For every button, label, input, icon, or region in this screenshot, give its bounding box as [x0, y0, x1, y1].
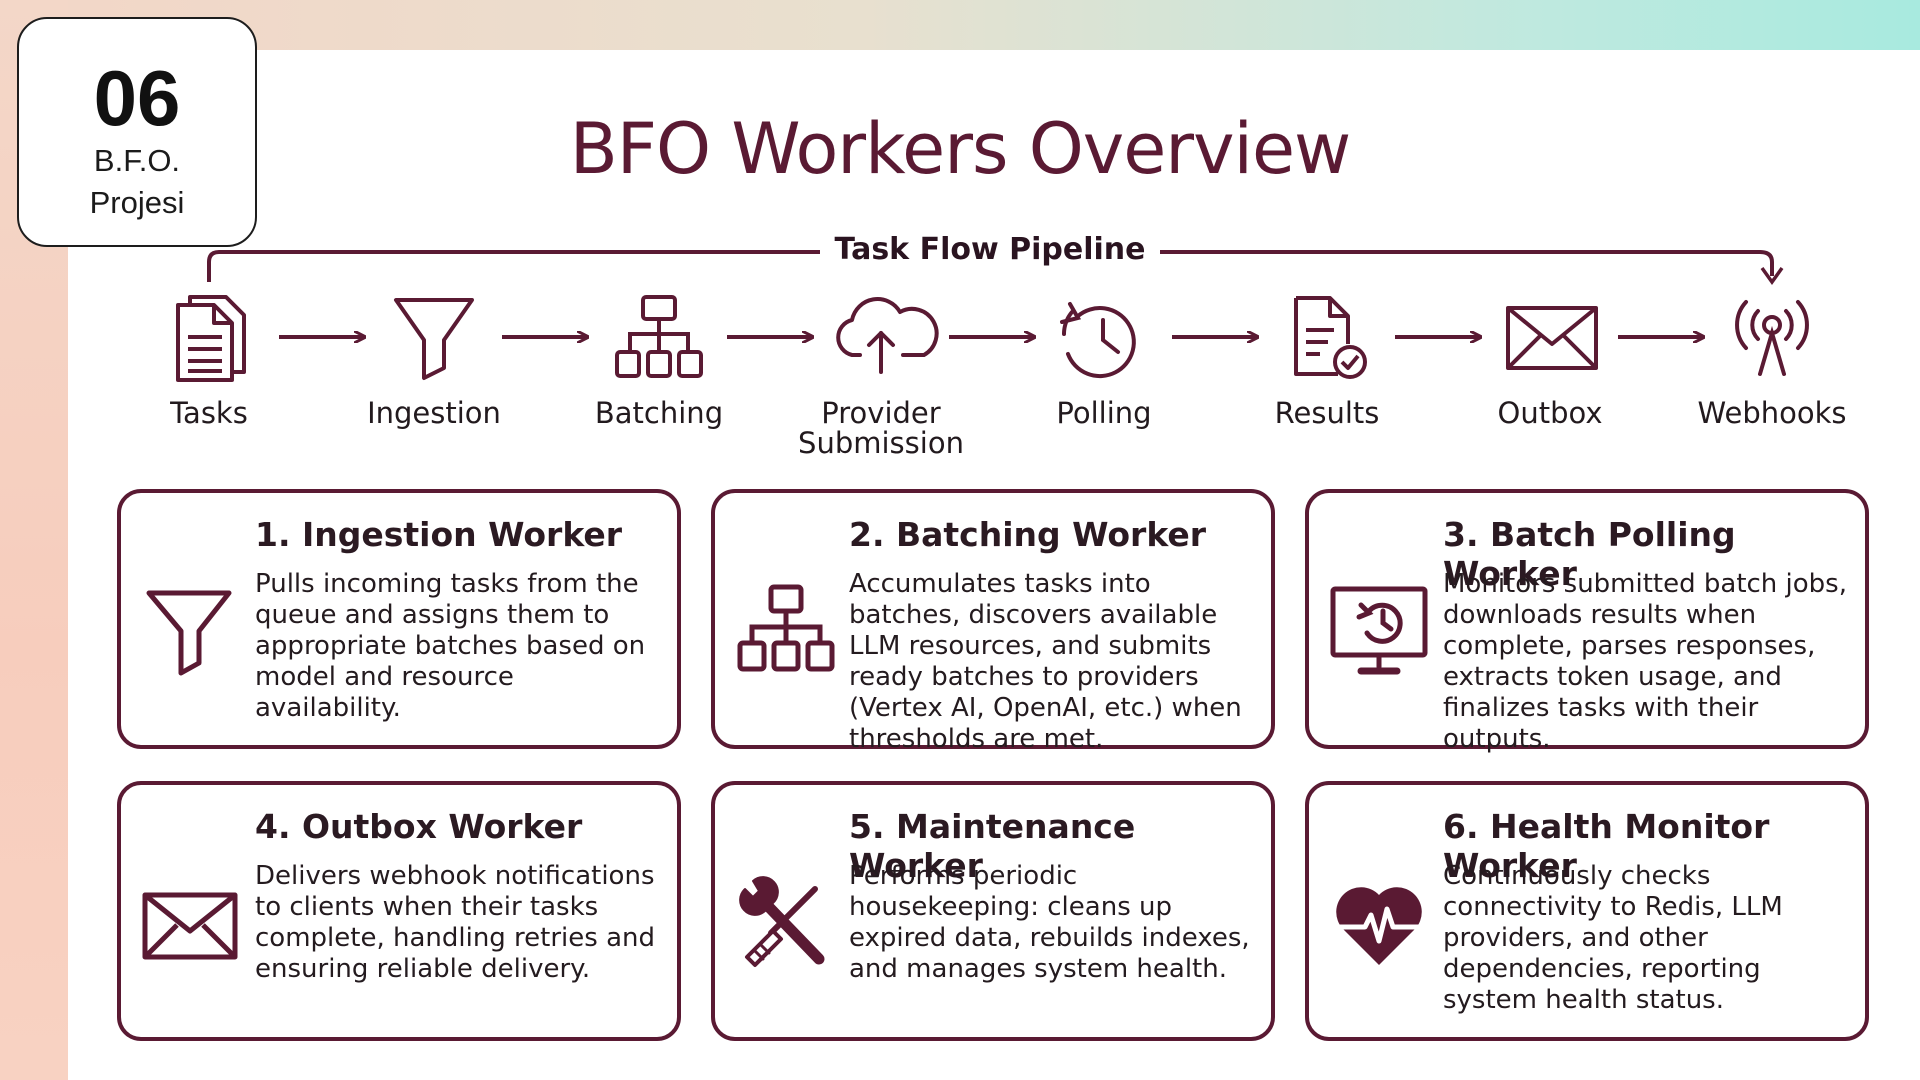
envelope-icon [142, 892, 238, 960]
clock-refresh-icon [1060, 302, 1136, 379]
worker-title: 1. Ingestion Worker [255, 515, 623, 554]
worker-card-batch-polling: 3. Batch Polling Worker Monitors submitt… [1305, 489, 1869, 754]
stage-label-webhooks: Webhooks [1697, 396, 1847, 430]
envelope-icon [1506, 306, 1598, 370]
pipeline-label: Task Flow Pipeline [820, 232, 1160, 267]
worker-title: 4. Outbox Worker [255, 807, 583, 846]
worker-description: Performs periodic housekeeping: cleans u… [849, 861, 1250, 984]
document-check-icon [1294, 296, 1367, 379]
worker-title: 6. Health Monitor Worker [1443, 807, 1770, 885]
project-line-2: Projesi [89, 184, 185, 220]
cloud-upload-icon [836, 297, 939, 374]
worker-description: Delivers webhook notifications to client… [255, 861, 656, 984]
worker-title: 3. Batch Polling Worker [1443, 515, 1736, 593]
stage-label-results: Results [1274, 396, 1380, 430]
worker-description: Pulls incoming tasks from the queue and … [255, 569, 646, 723]
documents-icon [176, 295, 246, 382]
top-gradient-band [0, 0, 1920, 50]
worker-card-outbox: 4. Outbox Worker Delivers webhook notifi… [117, 781, 681, 1041]
worker-title: 5. Maintenance Worker [849, 807, 1136, 885]
project-line-1: B.F.O. [93, 143, 181, 178]
stage-label-ingestion: Ingestion [367, 396, 501, 430]
monitor-clock-icon [1330, 586, 1428, 675]
pipeline-diagram [176, 250, 1809, 382]
stage-label-provider-submission: Provider Submission [798, 396, 964, 461]
worker-card-health-monitor: 6. Health Monitor Worker Continuously ch… [1305, 781, 1869, 1041]
slide-number: 06 [93, 54, 181, 142]
page-title: BFO Workers Overview [569, 108, 1352, 190]
funnel-icon [394, 298, 474, 380]
worker-description: Accumulates tasks into batches, discover… [849, 569, 1242, 754]
pipeline-bracket-line [207, 250, 1784, 286]
wrench-broom-icon [739, 876, 825, 967]
hierarchy-icon [737, 584, 835, 672]
slide-number-badge: 06 B.F.O. Projesi [17, 17, 257, 247]
worker-description: Monitors submitted batch jobs, downloads… [1443, 569, 1847, 754]
worker-description: Continuously checks connectivity to Redi… [1443, 861, 1783, 1015]
funnel-icon [146, 590, 232, 676]
worker-card-maintenance: 5. Maintenance Worker Performs periodic … [711, 781, 1275, 1041]
stage-label-batching: Batching [594, 396, 724, 430]
worker-title: 2. Batching Worker [849, 515, 1207, 554]
hierarchy-icon [615, 295, 703, 378]
stage-label-polling: Polling [1056, 396, 1152, 430]
worker-card-ingestion: 1. Ingestion Worker Pulls incoming tasks… [117, 489, 681, 749]
stage-label-tasks: Tasks [170, 396, 248, 430]
heart-pulse-icon [1336, 887, 1422, 965]
worker-card-batching: 2. Batching Worker Accumulates tasks int… [711, 489, 1275, 754]
stage-label-outbox: Outbox [1497, 396, 1603, 430]
antenna-icon [1735, 300, 1809, 376]
